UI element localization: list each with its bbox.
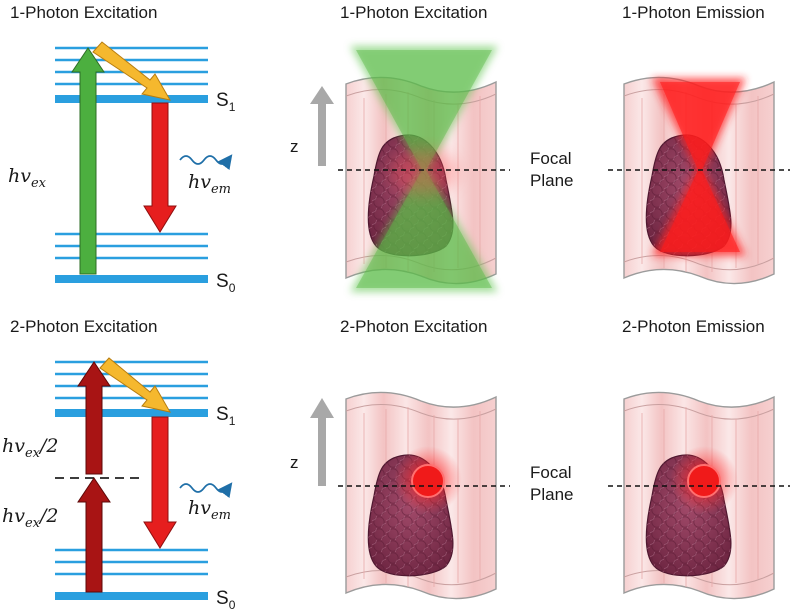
s1-level xyxy=(55,95,208,103)
z-label-top: z xyxy=(290,137,299,156)
relaxation-arrow-yellow xyxy=(92,41,171,101)
excitation-arrow-lower xyxy=(77,477,111,593)
hv-em-label: hvem xyxy=(188,171,231,197)
hv-ex-half-lower: hvex/2 xyxy=(2,505,59,531)
excitation-arrow-upper xyxy=(77,361,111,475)
title-top-left: 1-Photon Excitation xyxy=(10,3,157,22)
tissue-2photon-emission xyxy=(608,391,790,600)
emission-wave-icon-2p xyxy=(179,482,233,499)
title-bottom-mid: 2-Photon Excitation xyxy=(340,317,487,336)
title-top-right: 1-Photon Emission xyxy=(622,3,765,22)
s1-label: S1 xyxy=(216,90,236,114)
jablonski-1photon: S1 S0 hvex hvem xyxy=(8,41,236,295)
excitation-arrow-green xyxy=(71,47,105,275)
z-arrow-top xyxy=(310,86,334,166)
tissue-1photon-emission xyxy=(608,76,790,285)
s0-label-2p: S0 xyxy=(216,588,236,611)
focal-spot-2p-excitation xyxy=(411,464,445,498)
z-arrow-bottom xyxy=(310,398,334,486)
emission-arrow-red-2p xyxy=(143,416,177,549)
emission-wave-icon xyxy=(179,154,233,171)
hv-ex-label: hvex xyxy=(8,165,47,191)
focal-spot-2p-emission xyxy=(687,464,721,498)
hv-ex-half-upper: hvex/2 xyxy=(2,435,59,461)
s0-level xyxy=(55,275,208,283)
z-label-bottom: z xyxy=(290,453,299,472)
s0-label: S0 xyxy=(216,271,236,295)
title-bottom-left: 2-Photon Excitation xyxy=(10,317,157,336)
title-bottom-right: 2-Photon Emission xyxy=(622,317,765,336)
relaxation-arrow-yellow-2p xyxy=(99,357,171,413)
emission-arrow-red xyxy=(143,102,177,233)
s1-label-2p: S1 xyxy=(216,404,236,428)
energy-levels-s0-band-2p xyxy=(55,548,208,576)
hv-em-label-2p: hvem xyxy=(188,497,231,523)
s1-level-2p xyxy=(55,409,208,417)
jablonski-2photon: S1 S0 hvex/2 hvex/2 hvem xyxy=(2,357,236,611)
energy-levels-s0-band xyxy=(55,232,208,260)
s0-level-2p xyxy=(55,592,208,600)
title-top-mid: 1-Photon Excitation xyxy=(340,3,487,22)
